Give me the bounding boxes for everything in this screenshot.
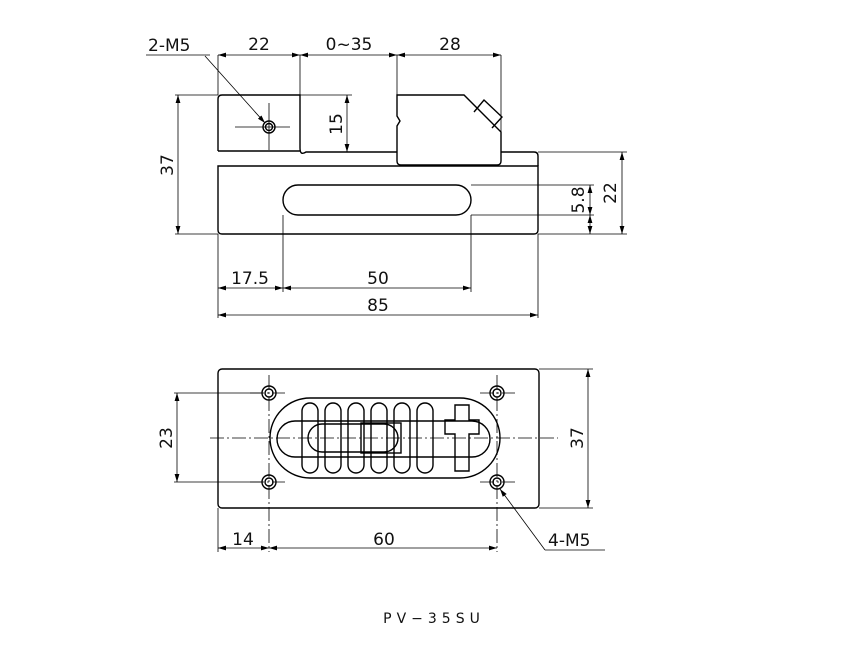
drawing-title: PV−35SU	[383, 611, 485, 627]
dim-50: 50	[367, 269, 389, 289]
dim-22-base: 22	[601, 182, 621, 204]
cross-slot	[444, 404, 480, 472]
jaw-screw	[473, 98, 503, 129]
moving-jaw	[396, 94, 539, 166]
dim-23: 23	[157, 427, 177, 449]
slot-oval	[269, 397, 501, 479]
screw-shaft	[307, 423, 399, 453]
dim-60: 60	[373, 530, 395, 550]
dim-85: 85	[367, 296, 389, 316]
thread-label-2-m5: 2-M5	[148, 36, 190, 56]
base-plate	[217, 368, 540, 509]
thread-label-4-m5: 4-M5	[548, 531, 590, 551]
m5-hole-side	[235, 103, 290, 150]
dim-37-width: 37	[568, 427, 588, 449]
dim-28-moving-jaw: 28	[439, 35, 461, 55]
base-body	[217, 165, 539, 235]
dim-15: 15	[327, 113, 347, 135]
screw-track	[276, 420, 491, 458]
dim-22-left-jaw: 22	[248, 35, 270, 55]
clamp-fingers	[301, 402, 434, 474]
dim-37-height: 37	[158, 154, 178, 176]
left-jaw	[217, 94, 397, 155]
dim-17-5: 17.5	[231, 269, 269, 289]
base-slot	[282, 184, 472, 216]
dim-14: 14	[232, 530, 254, 550]
dim-8: 5.8	[569, 186, 589, 213]
dim-opening: 0~35	[326, 35, 373, 55]
top-view: 23 37 14 60 4-M5	[157, 368, 605, 552]
screw-nut	[360, 422, 402, 454]
side-view: 22 0~35 28 2-M5 15 37 22 5.8 17.5 50 85	[146, 35, 627, 318]
